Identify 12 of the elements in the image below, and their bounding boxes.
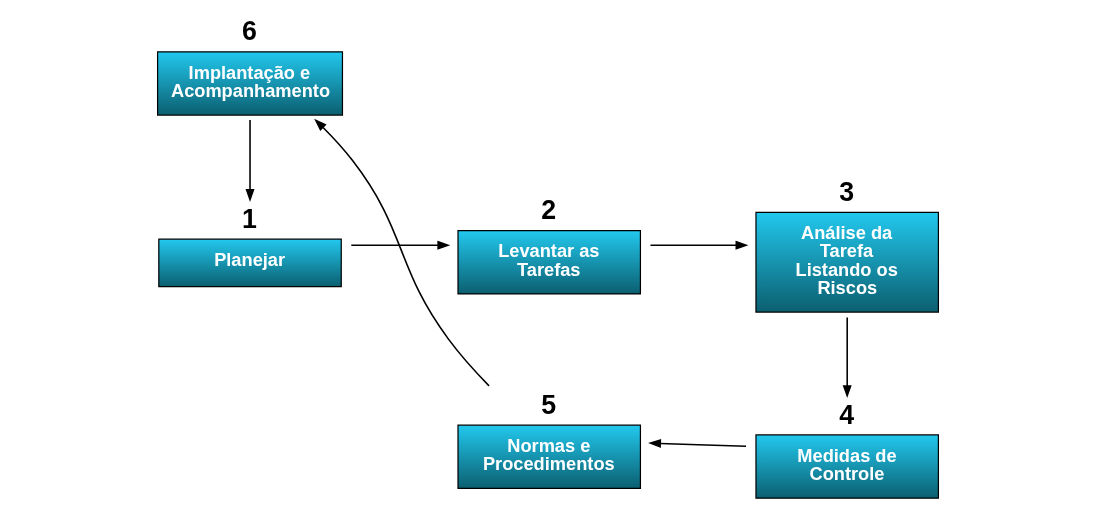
node-label: 5 <box>540 389 556 420</box>
node-label: 4 <box>838 399 854 430</box>
node-label: 1 <box>241 203 257 234</box>
arrow <box>842 316 852 399</box>
node-label: 2 <box>540 195 556 226</box>
arrow <box>313 118 490 387</box>
node-label: 3 <box>838 176 854 207</box>
node-label: 6 <box>241 16 257 47</box>
arrow <box>649 240 748 250</box>
arrow <box>647 438 747 448</box>
arrow <box>350 240 450 250</box>
arrow <box>245 119 255 202</box>
